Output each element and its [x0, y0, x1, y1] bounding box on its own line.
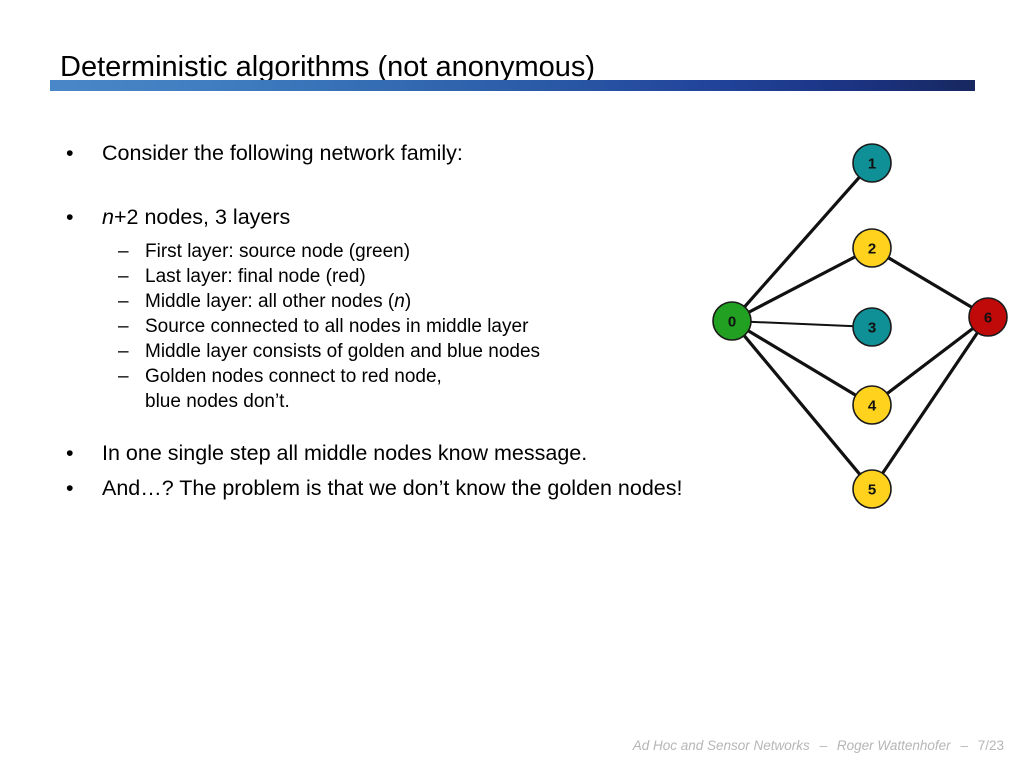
- graph-node-circle-3: [852, 307, 892, 347]
- graph-node-label-1: 1: [868, 156, 876, 173]
- graph-node-0[interactable]: 0: [712, 301, 752, 341]
- sub-bullet-middle-layer: – Middle layer: all other nodes (n): [60, 289, 700, 314]
- graph-node-circle-6: [968, 297, 1008, 337]
- graph-edge-0-1: [741, 174, 863, 310]
- graph-edge-layer: [741, 174, 981, 478]
- slide-footer: Ad Hoc and Sensor Networks – Roger Watte…: [0, 738, 1004, 753]
- graph-edge-0-4: [744, 328, 860, 398]
- graph-node-label-5: 5: [868, 482, 876, 499]
- bullet-marker-icon: •: [66, 205, 74, 229]
- bullet-marker-icon: •: [66, 476, 74, 500]
- bullet-text: Consider the following network family:: [102, 141, 463, 165]
- graph-node-circle-2: [852, 228, 892, 268]
- spacer: [60, 414, 700, 440]
- graph-node-label-0: 0: [728, 314, 736, 331]
- graph-edge-2-6: [885, 255, 975, 310]
- dash-marker-icon: –: [118, 266, 129, 287]
- graph-edge-5-6: [879, 329, 981, 477]
- dash-marker-icon: –: [118, 241, 129, 262]
- bullet-text-italic-n: n: [102, 205, 114, 229]
- graph-edge-0-5: [741, 332, 863, 478]
- bullet-text: +2 nodes, 3 layers: [113, 205, 291, 229]
- sub-bullet-text: First layer: source node (green): [145, 241, 411, 262]
- bullet-marker-icon: •: [66, 441, 74, 465]
- graph-node-4[interactable]: 4: [852, 385, 892, 425]
- graph-node-label-6: 6: [984, 310, 992, 327]
- slide-body: • Consider the following network family:…: [60, 140, 700, 501]
- sub-bullet-text-italic-n: n: [394, 291, 405, 312]
- sub-bullet-text: Last layer: final node (red): [145, 266, 366, 287]
- dash-marker-icon: –: [118, 291, 129, 312]
- dash-marker-icon: –: [118, 366, 129, 387]
- graph-node-label-2: 2: [868, 241, 876, 258]
- sub-bullet-first-layer: – First layer: source node (green): [60, 239, 700, 264]
- bullet-text: And…? The problem is that we don’t know …: [102, 476, 683, 500]
- graph-node-circle-0: [712, 301, 752, 341]
- graph-node-5[interactable]: 5: [852, 469, 892, 509]
- graph-node-circle-5: [852, 469, 892, 509]
- dash-marker-icon: –: [118, 316, 129, 337]
- footer-separator: –: [819, 738, 828, 753]
- footer-separator: –: [960, 738, 968, 753]
- dash-marker-icon: –: [118, 341, 129, 362]
- graph-node-label-3: 3: [868, 320, 876, 337]
- graph-edge-4-6: [883, 325, 977, 397]
- bullet-n-plus-2-nodes: • n+2 nodes, 3 layers: [60, 204, 700, 230]
- bullet-marker-icon: •: [66, 141, 74, 165]
- graph-node-circle-1: [852, 143, 892, 183]
- sub-bullet-golden-connect-red: – Golden nodes connect to red node, blue…: [60, 364, 700, 414]
- sub-bullet-text: Source connected to all nodes in middle …: [145, 316, 529, 337]
- graph-node-2[interactable]: 2: [852, 228, 892, 268]
- bullet-dont-know-golden: • And…? The problem is that we don’t kno…: [60, 475, 700, 501]
- bullet-consider-network-family: • Consider the following network family:: [60, 140, 700, 166]
- spacer: [60, 166, 700, 204]
- graph-node-6[interactable]: 6: [968, 297, 1008, 337]
- footer-author: Roger Wattenhofer: [836, 738, 951, 753]
- page-title: Deterministic algorithms (not anonymous): [60, 51, 596, 84]
- network-graph-svg: 0 1 2 3 4 5 6: [712, 143, 1008, 509]
- network-family-diagram: 0 1 2 3 4 5 6: [690, 120, 1024, 530]
- spacer: [60, 466, 700, 475]
- sub-bullet-text-line2: blue nodes don’t.: [145, 391, 290, 412]
- title-accent-rule: [50, 80, 975, 91]
- graph-node-label-4: 4: [868, 398, 877, 415]
- graph-node-3[interactable]: 3: [852, 307, 892, 347]
- graph-edge-0-2: [745, 254, 859, 315]
- sub-bullet-text-suffix: ): [404, 291, 412, 312]
- graph-node-circle-4: [852, 385, 892, 425]
- spacer: [60, 230, 700, 239]
- sub-bullet-text: Middle layer consists of golden and blue…: [145, 341, 541, 362]
- sub-bullet-text: Middle layer: all other nodes (: [145, 291, 395, 312]
- sub-bullet-golden-and-blue: – Middle layer consists of golden and bl…: [60, 339, 700, 364]
- footer-page-number: 7/23: [977, 738, 1004, 753]
- graph-node-1[interactable]: 1: [852, 143, 892, 183]
- footer-course: Ad Hoc and Sensor Networks: [632, 738, 810, 753]
- sub-bullet-text: Golden nodes connect to red node,: [145, 366, 442, 387]
- bullet-text: In one single step all middle nodes know…: [102, 441, 588, 465]
- sub-bullet-source-connected: – Source connected to all nodes in middl…: [60, 314, 700, 339]
- bullet-one-single-step: • In one single step all middle nodes kn…: [60, 440, 700, 466]
- graph-edge-0-3: [747, 320, 857, 328]
- graph-node-layer: 0 1 2 3 4 5 6: [712, 143, 1008, 509]
- sub-bullet-last-layer: – Last layer: final node (red): [60, 264, 700, 289]
